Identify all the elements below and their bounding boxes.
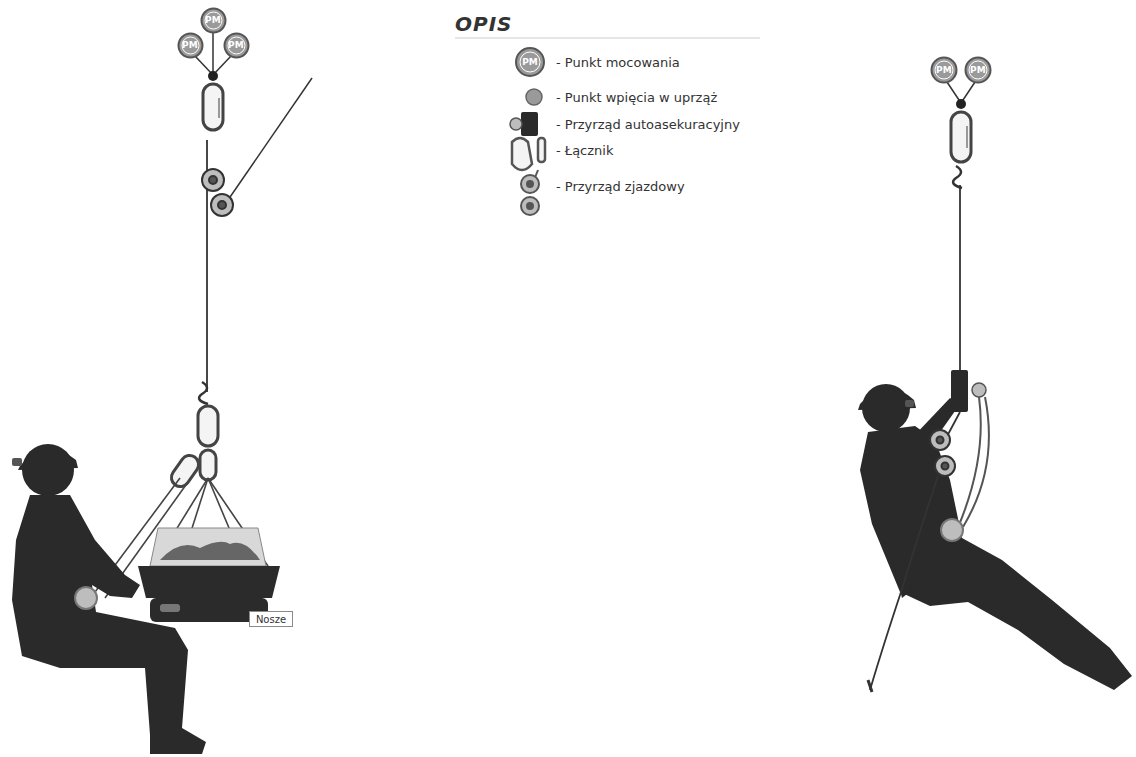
symbol-label: PM <box>522 57 538 67</box>
anchor-label: PM <box>205 15 221 25</box>
connector-symbol <box>538 138 545 162</box>
rescuer-descending <box>905 400 914 407</box>
carabiner <box>168 452 202 490</box>
title-rule <box>455 38 760 39</box>
carabiner <box>966 126 968 148</box>
descender <box>211 194 233 216</box>
rope-tail <box>868 680 872 692</box>
anchor-point: PM <box>964 56 992 84</box>
legend-text: - Punkt mocowania <box>556 55 680 70</box>
belay-lanyard <box>959 397 989 527</box>
anchor-point: PM <box>177 32 204 59</box>
anchor-ring <box>228 37 245 54</box>
harness-point <box>75 587 97 609</box>
rescuer-seated <box>12 444 206 754</box>
legend-title: OPIS <box>455 12 513 36</box>
descender-symbol <box>527 181 533 187</box>
descender <box>202 169 233 216</box>
rescuer-descending <box>858 384 1132 690</box>
stretcher <box>150 528 266 566</box>
knot <box>953 166 962 188</box>
anchor-circle <box>178 33 202 57</box>
carabiner <box>203 84 223 130</box>
descender <box>209 176 217 184</box>
junction-ring <box>956 99 966 109</box>
anchor-point: PM <box>223 32 250 59</box>
rescuer-seated <box>12 495 206 754</box>
stretcher <box>138 566 280 598</box>
anchor-circle <box>224 33 248 57</box>
knot <box>199 382 208 404</box>
anchor-point: PM <box>930 56 958 84</box>
legend-text: - Łącznik <box>556 143 613 158</box>
belay-lanyard <box>959 397 981 525</box>
junction-ring <box>208 71 218 81</box>
rescuer-descending <box>858 388 916 410</box>
legend-text: - Punkt wpięcia w uprząż <box>556 90 717 105</box>
anchor-circle <box>966 58 991 83</box>
descender <box>202 169 224 191</box>
carabiner <box>168 406 218 490</box>
anchor-point: PM <box>200 7 227 34</box>
anchor-circle <box>201 8 225 32</box>
anchor-ring <box>182 37 199 54</box>
legend-text: - Przyrząd autoasekuracyjny <box>556 117 740 132</box>
self-belay-device <box>951 370 968 412</box>
stretcher-label: Nosze <box>249 611 293 627</box>
anchor-ring <box>969 61 987 79</box>
descender-symbol <box>521 197 539 215</box>
rope <box>959 185 961 372</box>
descender-symbol <box>521 175 539 193</box>
anchor-slings <box>212 33 214 75</box>
stretcher <box>160 542 260 560</box>
anchor-ring <box>935 61 953 79</box>
self-belay-device <box>972 383 986 397</box>
descender <box>218 201 226 209</box>
self-belay-symbol <box>510 118 522 130</box>
descender <box>935 456 955 476</box>
rescuer-seated <box>12 458 22 466</box>
anchor-label: PM <box>970 65 986 75</box>
anchor-ring <box>205 12 222 29</box>
carabiner <box>951 112 971 162</box>
anchor-symbol-inner <box>520 52 540 72</box>
anchor-label: PM <box>182 40 198 50</box>
carabiner <box>200 450 216 480</box>
box-label: Nosze <box>256 614 286 625</box>
rescuer-seated <box>18 449 78 470</box>
descender <box>930 430 950 450</box>
carabiner <box>198 406 218 446</box>
descender <box>942 463 949 470</box>
descender <box>937 437 944 444</box>
anchor-label: PM <box>936 65 952 75</box>
descender-symbol <box>521 170 539 215</box>
harness-point-symbol <box>526 89 542 105</box>
rope-in <box>228 78 312 200</box>
connector-symbol <box>512 138 532 170</box>
rescuer-descending <box>860 426 1132 690</box>
harness-point <box>941 519 963 541</box>
rope-tail <box>870 476 938 690</box>
descender <box>930 430 955 476</box>
anchor-symbol <box>516 48 544 76</box>
legend-text: - Przyrząd zjazdowy <box>556 179 685 194</box>
connector-symbol <box>512 138 545 170</box>
belay-lanyard <box>963 397 989 527</box>
descender-symbol <box>527 203 533 209</box>
carabiner <box>203 84 223 130</box>
stretcher <box>160 604 180 612</box>
carabiner <box>951 112 971 162</box>
self-belay-symbol <box>510 112 538 136</box>
self-belay-symbol <box>521 112 538 136</box>
anchor-circle <box>932 58 957 83</box>
carabiner <box>218 98 220 118</box>
stretcher <box>138 528 280 622</box>
anchor-label: PM <box>228 40 244 50</box>
